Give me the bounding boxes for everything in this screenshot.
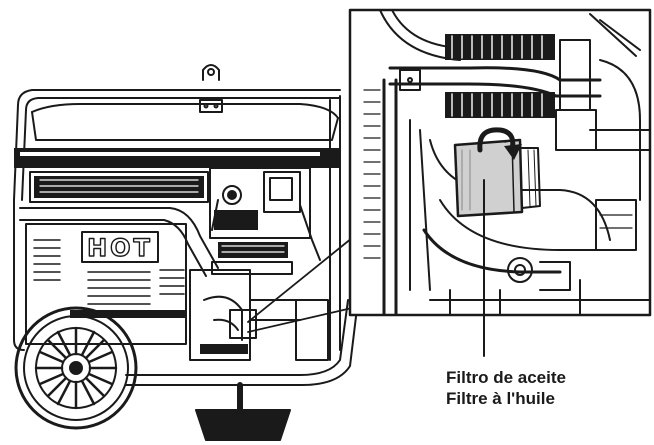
rotation-arrow-icon — [477, 127, 522, 160]
generator-body: HOT — [13, 64, 359, 441]
caption-spanish: Filtro de aceite — [446, 368, 566, 387]
oil-filter-inset — [348, 8, 652, 357]
callout-zoom-lines — [229, 237, 353, 339]
vent-louvers — [33, 239, 185, 305]
hot-warning-label: HOT — [87, 234, 153, 262]
wheel — [14, 306, 138, 430]
caption-french: Filtre à l'huile — [446, 389, 555, 408]
oil-filter — [453, 138, 541, 218]
